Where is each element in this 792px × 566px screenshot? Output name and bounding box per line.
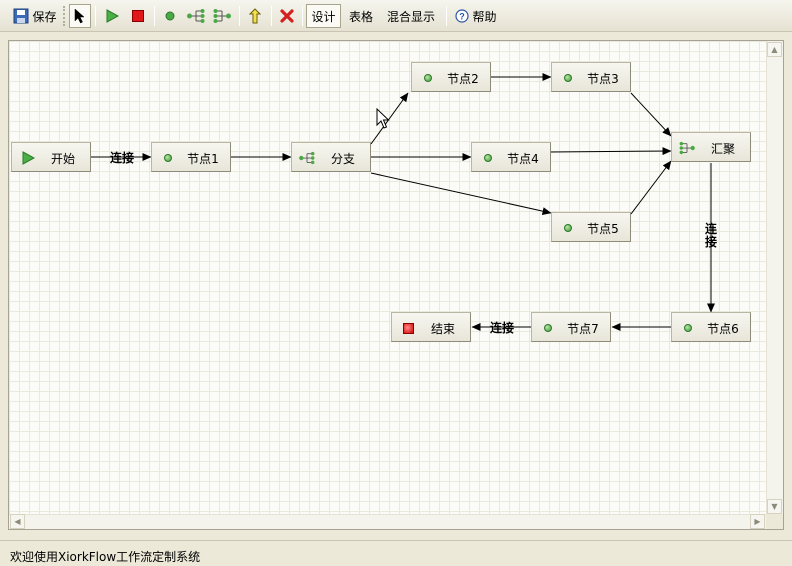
workflow-node-end[interactable]: 结束 bbox=[391, 312, 471, 342]
tab-design[interactable]: 设计 bbox=[306, 4, 341, 28]
node-label: 分支 bbox=[330, 152, 355, 166]
scroll-up-button[interactable]: ▲ bbox=[767, 42, 782, 57]
link-label[interactable]: 连接 bbox=[705, 222, 718, 249]
up-arrow-icon bbox=[249, 8, 261, 24]
delete-icon bbox=[280, 9, 294, 23]
help-button-label: 帮助 bbox=[472, 9, 497, 24]
start-node-button[interactable] bbox=[101, 4, 123, 28]
help-icon: ? bbox=[455, 9, 470, 23]
merge-icon bbox=[213, 9, 231, 23]
design-canvas-frame: 连接 连接 连接 开始 节点1 分支 bbox=[8, 40, 784, 530]
svg-text:?: ? bbox=[460, 12, 466, 22]
move-up-button[interactable] bbox=[244, 4, 266, 28]
save-button[interactable]: 保存 bbox=[11, 4, 59, 28]
node-label: 节点7 bbox=[567, 322, 599, 336]
scroll-left-button[interactable]: ◀ bbox=[10, 514, 25, 529]
end-icon bbox=[132, 10, 144, 22]
end-node-button[interactable] bbox=[127, 4, 149, 28]
tab-mixed-display[interactable]: 混合显示 bbox=[383, 4, 439, 28]
workflow-node-4[interactable]: 节点4 bbox=[471, 142, 551, 172]
node-label: 节点2 bbox=[447, 72, 479, 86]
link-label[interactable]: 连接 bbox=[490, 321, 515, 335]
branch-node-button[interactable] bbox=[184, 4, 208, 28]
workflow-node-branch[interactable]: 分支 bbox=[291, 142, 371, 172]
connector-branch-n2[interactable] bbox=[370, 92, 409, 145]
start-icon bbox=[21, 151, 35, 165]
node-icon bbox=[165, 11, 175, 21]
horizontal-scrollbar[interactable]: ◀ ▶ bbox=[9, 514, 766, 529]
connector-n5-merge[interactable] bbox=[630, 160, 672, 215]
tab-table-label: 表格 bbox=[348, 9, 373, 24]
pointer-tool-button[interactable] bbox=[69, 4, 91, 28]
node-label: 汇聚 bbox=[710, 142, 735, 156]
save-icon bbox=[13, 8, 29, 24]
toolbar-separator bbox=[95, 6, 96, 26]
node-label: 节点5 bbox=[587, 222, 619, 236]
node-icon bbox=[161, 151, 175, 165]
end-icon bbox=[401, 321, 415, 335]
branch-icon bbox=[298, 151, 316, 165]
merge-icon bbox=[678, 141, 696, 155]
node-label: 节点6 bbox=[707, 322, 739, 336]
toolbar-separator bbox=[154, 6, 155, 26]
scroll-right-button[interactable]: ▶ bbox=[750, 514, 765, 529]
node-icon bbox=[481, 151, 495, 165]
connector-branch-n5[interactable] bbox=[370, 172, 552, 216]
tab-mixed-display-label: 混合显示 bbox=[386, 9, 435, 24]
toolbar-separator bbox=[63, 6, 65, 26]
status-text: 欢迎使用XiorkFlow工作流定制系统 bbox=[10, 550, 201, 564]
tab-design-label: 设计 bbox=[311, 9, 336, 24]
status-bar: 欢迎使用XiorkFlow工作流定制系统 bbox=[0, 540, 792, 566]
connector-n3-merge[interactable] bbox=[630, 92, 672, 137]
mouse-cursor-icon bbox=[376, 108, 390, 129]
branch-icon bbox=[187, 9, 205, 23]
node-label: 节点1 bbox=[187, 152, 219, 166]
vertical-scrollbar[interactable]: ▲ ▼ bbox=[766, 41, 783, 515]
node-icon bbox=[681, 321, 695, 335]
node-label: 节点3 bbox=[587, 72, 619, 86]
node-icon bbox=[561, 221, 575, 235]
delete-button[interactable] bbox=[276, 4, 298, 28]
workflow-node-start[interactable]: 开始 bbox=[11, 142, 91, 172]
help-button[interactable]: ? 帮助 bbox=[452, 4, 500, 28]
merge-node-button[interactable] bbox=[210, 4, 234, 28]
node-label: 节点4 bbox=[507, 152, 539, 166]
node-icon bbox=[541, 321, 555, 335]
workflow-node-7[interactable]: 节点7 bbox=[531, 312, 611, 342]
scrollbar-corner bbox=[766, 514, 783, 529]
toolbar-separator bbox=[239, 6, 240, 26]
start-icon bbox=[106, 9, 119, 23]
workflow-node-6[interactable]: 节点6 bbox=[671, 312, 751, 342]
node-label: 结束 bbox=[430, 322, 455, 336]
node-icon bbox=[421, 71, 435, 85]
workflow-node-3[interactable]: 节点3 bbox=[551, 62, 631, 92]
task-node-button[interactable] bbox=[159, 4, 181, 28]
pointer-icon bbox=[74, 8, 85, 24]
tab-table[interactable]: 表格 bbox=[344, 4, 378, 28]
workflow-node-1[interactable]: 节点1 bbox=[151, 142, 231, 172]
design-canvas[interactable]: 连接 连接 连接 开始 节点1 分支 bbox=[9, 41, 766, 515]
link-label[interactable]: 连接 bbox=[110, 151, 135, 165]
node-label: 开始 bbox=[50, 152, 75, 166]
connector-n4-merge[interactable] bbox=[550, 147, 672, 156]
toolbar-separator bbox=[271, 6, 272, 26]
workflow-node-merge[interactable]: 汇聚 bbox=[671, 132, 751, 162]
toolbar-separator bbox=[302, 6, 303, 26]
toolbar-separator bbox=[446, 6, 447, 26]
connection-layer bbox=[91, 73, 715, 331]
workflow-node-5[interactable]: 节点5 bbox=[551, 212, 631, 242]
scroll-down-button[interactable]: ▼ bbox=[767, 499, 782, 514]
workflow-node-2[interactable]: 节点2 bbox=[411, 62, 491, 92]
toolbar: 保存 bbox=[0, 0, 792, 32]
save-button-label: 保存 bbox=[32, 9, 57, 24]
node-icon bbox=[561, 71, 575, 85]
